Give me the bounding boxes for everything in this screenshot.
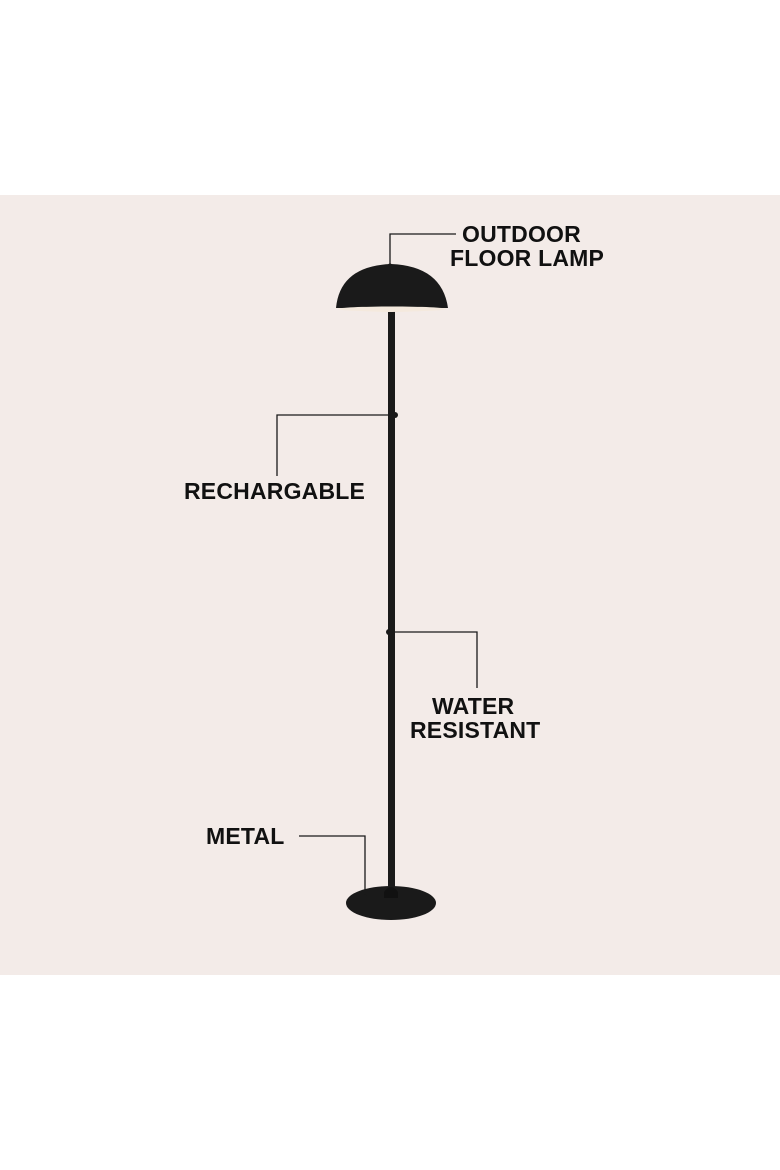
callout-rechargable: RECHARGABLE (184, 478, 366, 504)
callout-water-line2: RESISTANT (410, 717, 541, 743)
callout-outdoor-floor-lamp: OUTDOOR FLOOR LAMP (450, 222, 604, 270)
lamp-base (346, 886, 436, 920)
callout-water-line1: WATER (432, 693, 515, 719)
callout-dot-water (386, 629, 392, 635)
callout-dot-metal (362, 894, 368, 900)
callout-outdoor-line2: FLOOR LAMP (450, 245, 605, 271)
lamp-base-joint (384, 887, 398, 898)
callout-leader-outdoor (389, 233, 456, 266)
lamp-shade-glow (338, 306, 446, 312)
callout-leader-metal (299, 835, 366, 897)
callout-water-resistant: WATER RESISTANT (410, 694, 540, 742)
callout-leader-rechargable (276, 414, 395, 476)
lamp-shade (336, 264, 448, 308)
lamp-pole (388, 300, 395, 900)
callout-outdoor-line1: OUTDOOR (462, 221, 581, 247)
callout-dot-outdoor (387, 263, 393, 269)
callout-leader-water (389, 631, 478, 688)
callout-metal: METAL (206, 823, 285, 849)
callout-dot-rechargable (392, 412, 398, 418)
